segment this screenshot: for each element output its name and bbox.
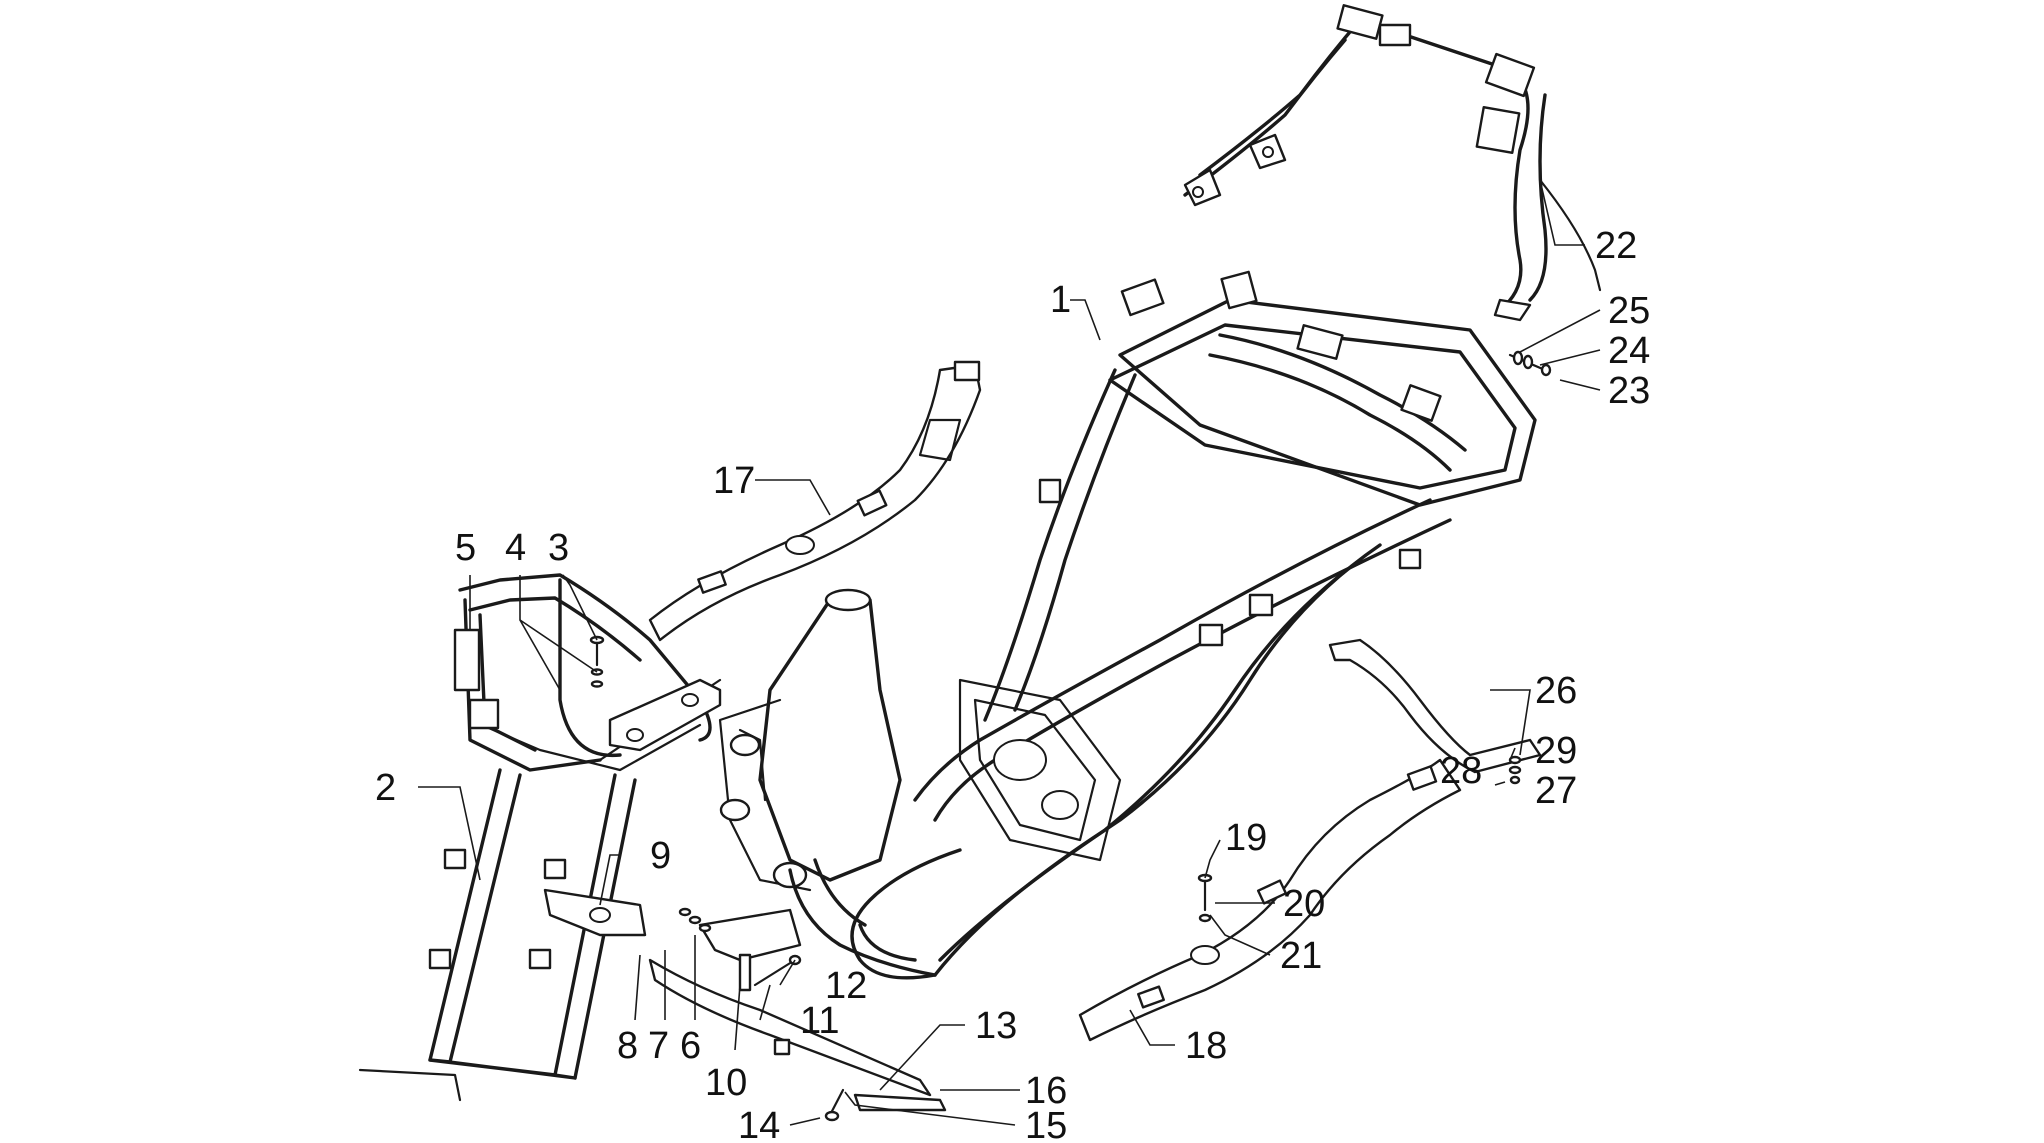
callout-8: 8: [617, 1025, 638, 1067]
callout-19: 19: [1225, 817, 1267, 859]
callout-14: 14: [738, 1105, 780, 1143]
right-tie-rod: [1328, 638, 1542, 774]
callout-labels: 1 2 3 4 5 6 7 8 9 10 11 12 13 14 15 16 1…: [375, 225, 1650, 1143]
callout-26: 26: [1535, 670, 1577, 712]
callout-9: 9: [650, 835, 671, 877]
rear-grab-frame: [1183, 4, 1602, 322]
callout-11: 11: [800, 1000, 839, 1042]
leader-lines: [418, 179, 1601, 1126]
callout-4: 4: [505, 527, 526, 569]
callout-18: 18: [1185, 1025, 1227, 1067]
callout-16: 16: [1025, 1070, 1067, 1112]
callout-15: 15: [1025, 1105, 1067, 1143]
fasteners: [589, 350, 1552, 1122]
callout-1: 1: [1050, 279, 1071, 321]
right-footrest-bracket: [1078, 758, 1462, 1042]
callout-7: 7: [648, 1025, 669, 1067]
callout-10: 10: [705, 1062, 747, 1104]
left-footrest-bracket: [648, 360, 982, 642]
callout-20: 20: [1283, 883, 1325, 925]
center-bracket: [543, 888, 802, 992]
callout-23: 23: [1608, 370, 1650, 412]
callout-12: 12: [825, 965, 867, 1007]
callout-5: 5: [455, 527, 476, 569]
callout-25: 25: [1608, 290, 1650, 332]
callout-6: 6: [680, 1025, 701, 1067]
front-frame: [358, 573, 722, 1102]
callout-13: 13: [975, 1005, 1017, 1047]
callout-3: 3: [548, 527, 569, 569]
callout-24: 24: [1608, 330, 1650, 372]
callout-17: 17: [713, 460, 755, 502]
callout-22: 22: [1595, 225, 1637, 267]
callout-27: 27: [1535, 770, 1577, 812]
callout-29: 29: [1535, 730, 1577, 772]
callout-28: 28: [1440, 750, 1482, 792]
main-frame: [718, 270, 1537, 980]
callout-2: 2: [375, 767, 396, 809]
callout-21: 21: [1280, 935, 1322, 977]
